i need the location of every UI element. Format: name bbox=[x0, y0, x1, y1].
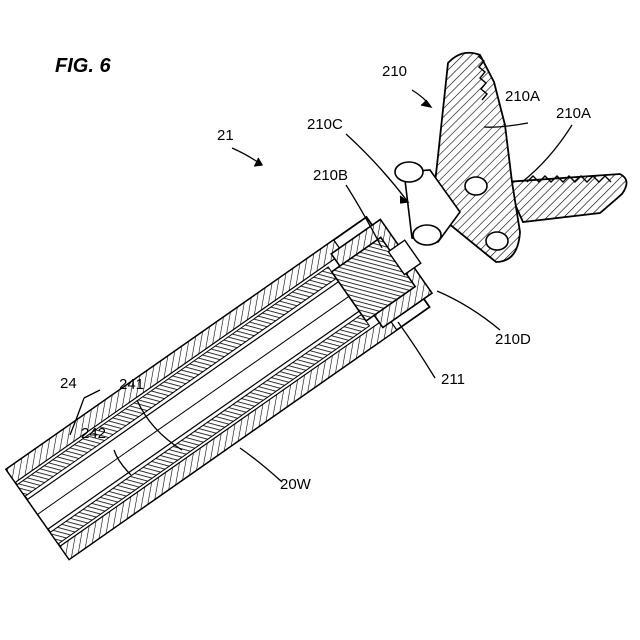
label-210B: 210B bbox=[313, 167, 348, 184]
pin-upper-left bbox=[395, 162, 423, 182]
pin-jaw-lower bbox=[486, 232, 508, 250]
label-211: 211 bbox=[441, 371, 465, 388]
label-20W: 20W bbox=[280, 476, 312, 493]
jaw-assembly bbox=[395, 53, 627, 262]
label-210A-upper: 210A bbox=[505, 88, 540, 105]
label-21: 21 bbox=[217, 127, 234, 144]
label-24: 24 bbox=[60, 375, 77, 392]
leader-210D bbox=[437, 291, 500, 330]
leader-210A-lower bbox=[522, 125, 572, 182]
pin-jaw-pivot bbox=[465, 177, 487, 195]
label-210C: 210C bbox=[307, 116, 343, 133]
label-210D: 210D bbox=[495, 331, 531, 348]
label-210: 210 bbox=[382, 63, 407, 80]
leader-211 bbox=[398, 322, 435, 378]
figure-title: FIG. 6 bbox=[55, 55, 111, 77]
arrowhead-21 bbox=[254, 158, 262, 166]
label-210A-lower: 210A bbox=[556, 105, 591, 122]
label-242: 242 bbox=[81, 425, 106, 442]
wire-center-line bbox=[38, 285, 366, 514]
pin-lower-left bbox=[413, 225, 441, 245]
leader-20W bbox=[240, 448, 282, 482]
label-241: 241 bbox=[119, 376, 144, 393]
arrowhead-210 bbox=[421, 100, 431, 107]
brace-24-top bbox=[84, 390, 100, 398]
